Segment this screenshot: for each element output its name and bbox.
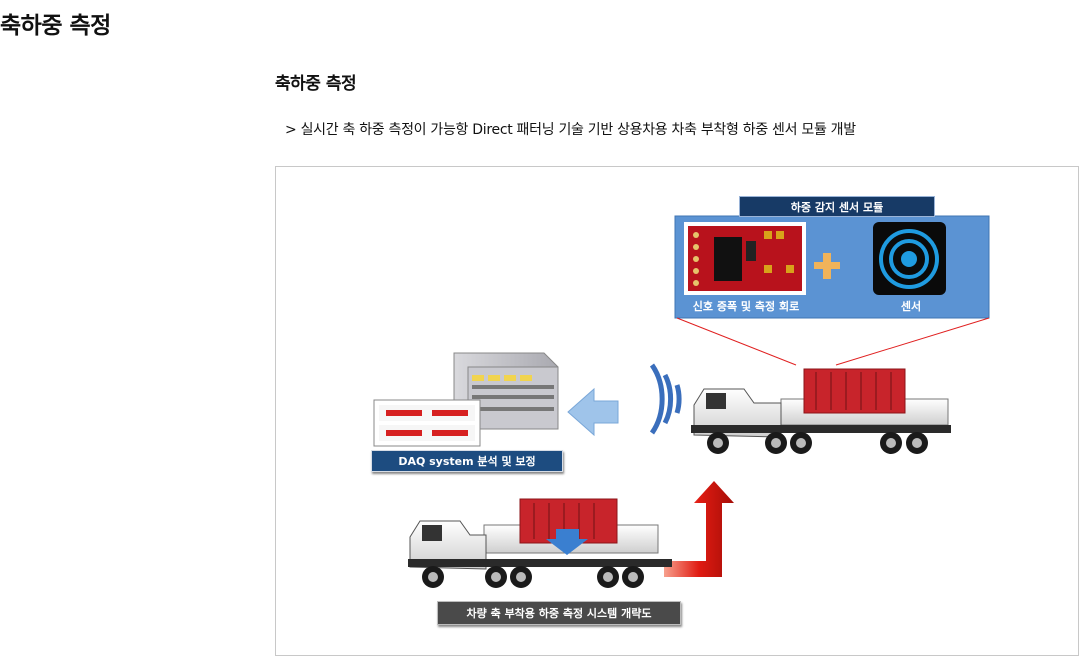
zoom-line-left xyxy=(676,317,797,366)
plus-icon xyxy=(814,253,840,279)
system-caption-label: 차량 축 부착용 하중 측정 시스템 개략도 xyxy=(437,601,681,625)
wireless-signal-icon xyxy=(649,363,682,435)
section-title: 축하중 측정 xyxy=(275,74,357,94)
circuit-caption: 신호 증폭 및 측정 회로 xyxy=(692,300,800,313)
daq-equipment-image xyxy=(373,352,559,447)
sensor-image xyxy=(873,222,946,295)
upper-truck-image xyxy=(691,368,951,454)
daq-label: DAQ system 분석 및 보정 xyxy=(371,450,563,472)
system-diagram-figure: 하중 감지 센서 모듈 신호 증폭 및 측정 회로 센서 DAQ system … xyxy=(275,166,1079,656)
sensor-module-panel xyxy=(674,215,990,319)
page-title: 축하중 측정 xyxy=(0,13,111,39)
description-text: > 실시간 축 하중 측정이 가능항 Direct 패터닝 기술 기반 상용차용… xyxy=(285,122,856,138)
module-title-label: 하중 감지 센서 모듈 xyxy=(739,196,935,217)
zoom-line-right xyxy=(835,317,990,366)
arrow-down-icon xyxy=(546,529,588,555)
diagram-graphics xyxy=(373,215,990,588)
sensor-caption: 센서 xyxy=(900,300,922,313)
lower-truck-image xyxy=(408,498,672,588)
circuit-board-image xyxy=(684,222,806,295)
arrow-left-icon xyxy=(567,387,619,437)
arrow-up-icon xyxy=(664,481,734,577)
